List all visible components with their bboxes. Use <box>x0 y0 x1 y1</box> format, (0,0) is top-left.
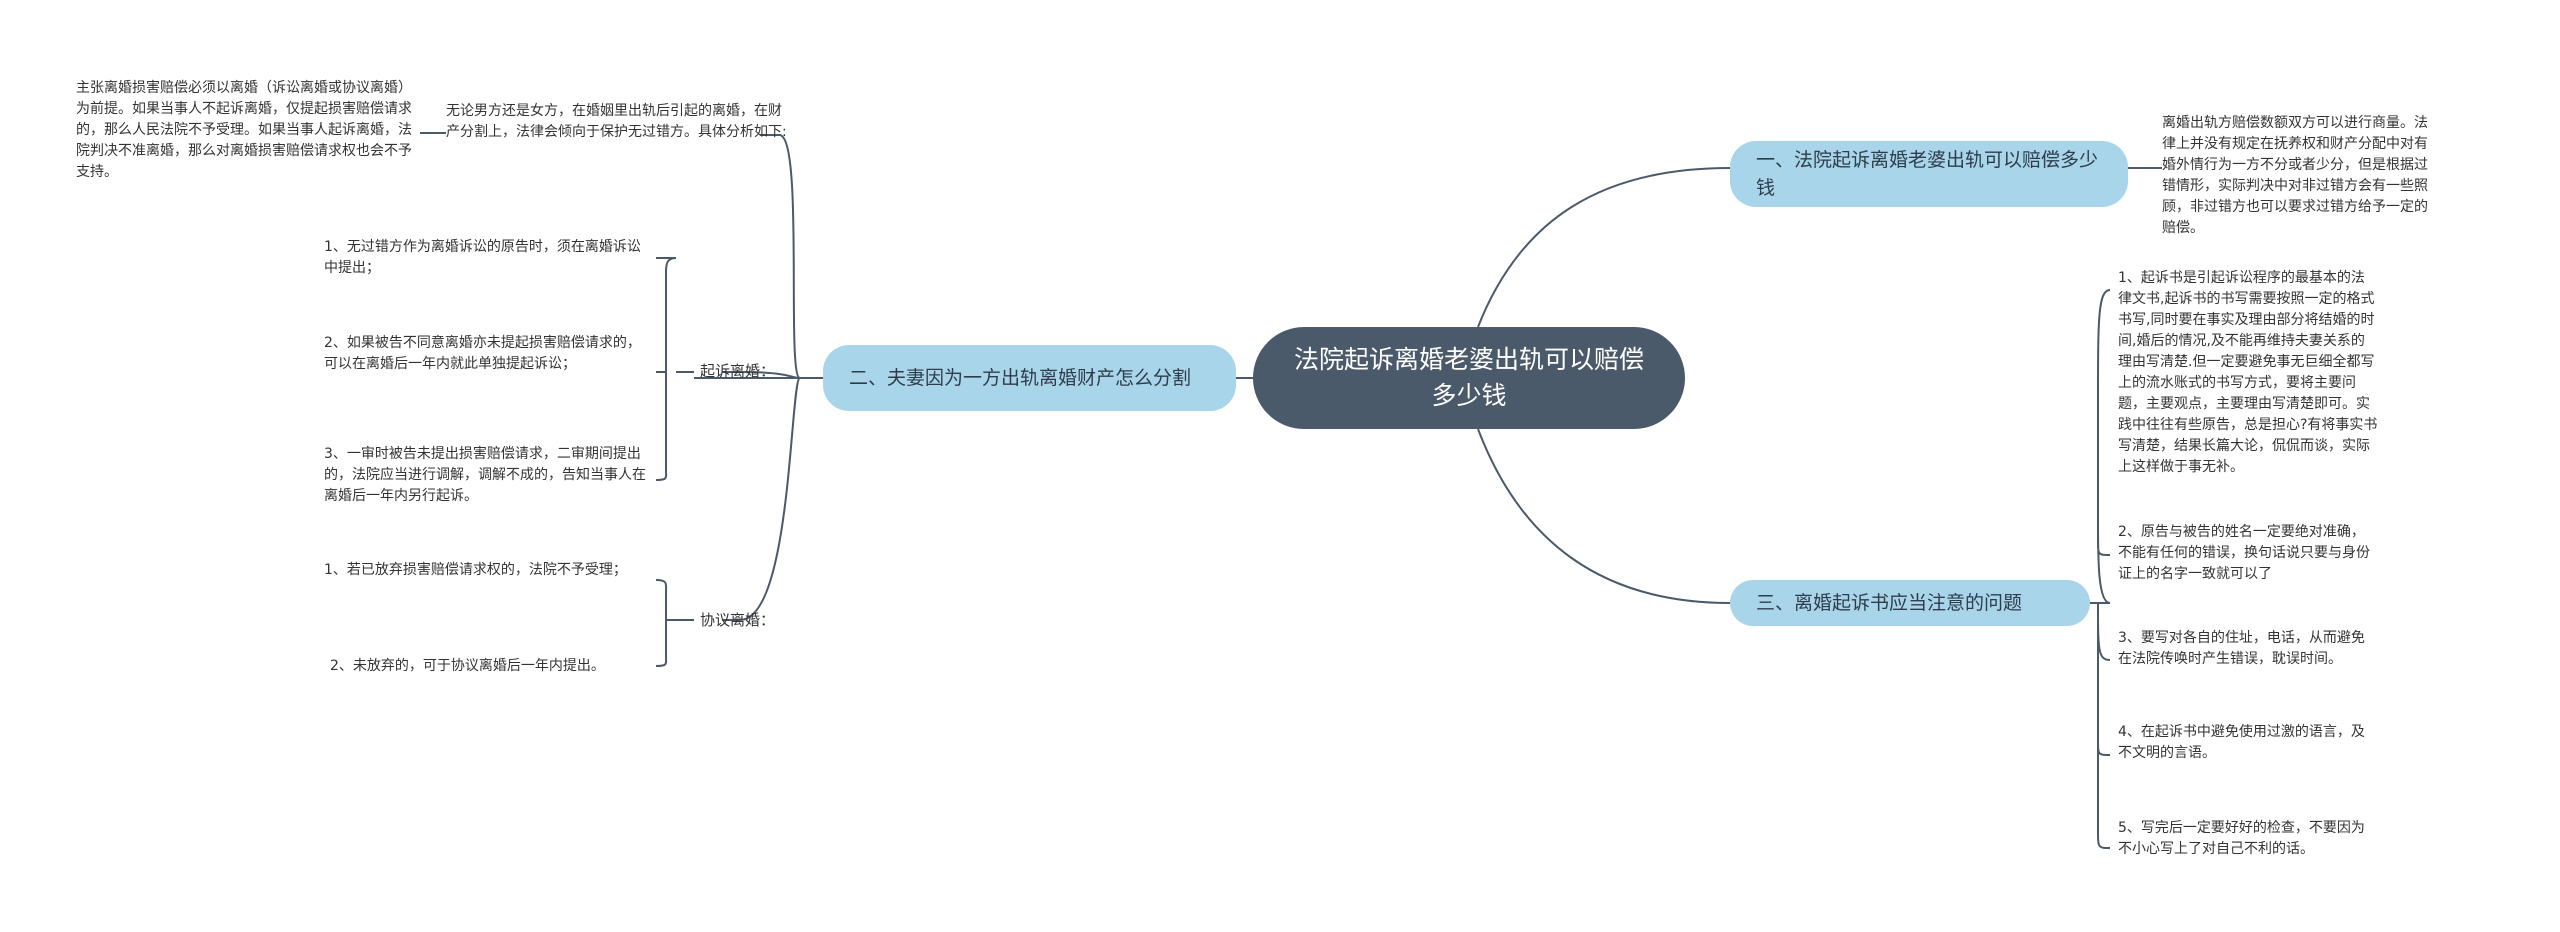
root-title: 法院起诉离婚老婆出轨可以赔偿多少钱 <box>1293 345 1644 410</box>
group-1-item-3: 3、一审时被告未提出损害赔偿请求，二审期间提出的，法院应当进行调解，调解不成的，… <box>324 444 650 507</box>
branch-3-item-1-text: 1、起诉书是引起诉讼程序的最基本的法律文书,起诉书的书写需要按照一定的格式书写,… <box>2118 270 2378 475</box>
branch-2-label: 二、夫妻因为一方出轨离婚财产怎么分割 <box>849 367 1192 389</box>
group-1-item-2-text: 2、如果被告不同意离婚亦未提起损害赔偿请求的，可以在离婚后一年内就此单独提起诉讼… <box>324 335 641 372</box>
group-1-item-1: 1、无过错方作为离婚诉讼的原告时，须在离婚诉讼中提出； <box>324 237 650 279</box>
branch-3-item-3-text: 3、要写对各自的住址，电话，从而避免在法院传唤时产生错误，耽误时间。 <box>2118 630 2365 667</box>
branch-3-item-2-text: 2、原告与被告的姓名一定要绝对准确，不能有任何的错误，换句话说只要与身份证上的名… <box>2118 524 2370 582</box>
group-2-item-1: 1、若已放弃损害赔偿请求权的，法院不予受理； <box>324 560 650 581</box>
branch-3-item-5-text: 5、写完后一定要好好的检查，不要因为不小心写上了对自己不利的话。 <box>2118 820 2365 857</box>
branch-2-intro-note: 主张离婚损害赔偿必须以离婚（诉讼离婚或协议离婚）为前提。如果当事人不起诉离婚，仅… <box>76 78 416 183</box>
link-root-branch3 <box>1477 428 1731 604</box>
branch-1-detail: 离婚出轨方赔偿数额双方可以进行商量。法律上并没有规定在抚养权和财产分配中对有婚外… <box>2162 113 2430 239</box>
branch-2-intro: 无论男方还是女方，在婚姻里出轨后引起的离婚，在财产分割上，法律会倾向于保护无过错… <box>446 101 790 143</box>
group-2-label-text: 协议离婚： <box>700 611 776 629</box>
branch-3-item-5: 5、写完后一定要好好的检查，不要因为不小心写上了对自己不利的话。 <box>2118 818 2378 860</box>
link-branch3-bracket <box>2090 289 2111 849</box>
branch-3-item-4: 4、在起诉书中避免使用过激的语言，及不文明的言语。 <box>2118 722 2378 764</box>
link-root-branch1 <box>1477 167 1731 328</box>
group-1-item-1-text: 1、无过错方作为离婚诉讼的原告时，须在离婚诉讼中提出； <box>324 239 641 276</box>
group-2-label[interactable]: 协议离婚： <box>700 609 790 631</box>
branch-3-item-2: 2、原告与被告的姓名一定要绝对准确，不能有任何的错误，换句话说只要与身份证上的名… <box>2118 522 2378 585</box>
link-branch2-group2 <box>722 377 801 621</box>
branch-2-intro-text: 无论男方还是女方，在婚姻里出轨后引起的离婚，在财产分割上，法律会倾向于保护无过错… <box>446 103 787 140</box>
group-2-item-2-text: 2、未放弃的，可于协议离婚后一年内提出。 <box>330 658 605 674</box>
branch-2-node[interactable]: 二、夫妻因为一方出轨离婚财产怎么分割 <box>823 345 1236 411</box>
group-1-item-3-text: 3、一审时被告未提出损害赔偿请求，二审期间提出的，法院应当进行调解，调解不成的，… <box>324 446 646 504</box>
group-2-item-1-text: 1、若已放弃损害赔偿请求权的，法院不予受理； <box>324 562 627 578</box>
branch-1-detail-text: 离婚出轨方赔偿数额双方可以进行商量。法律上并没有规定在抚养权和财产分配中对有婚外… <box>2162 115 2428 236</box>
branch-1-label: 一、法院起诉离婚老婆出轨可以赔偿多少钱 <box>1756 149 2099 199</box>
link-branch2-group1 <box>722 371 801 379</box>
branch-3-label: 三、离婚起诉书应当注意的问题 <box>1756 592 2023 614</box>
branch-3-item-4-text: 4、在起诉书中避免使用过激的语言，及不文明的言语。 <box>2118 724 2365 761</box>
branch-3-item-1: 1、起诉书是引起诉讼程序的最基本的法律文书,起诉书的书写需要按照一定的格式书写,… <box>2118 268 2378 478</box>
group-1-label[interactable]: 起诉离婚： <box>700 360 790 382</box>
group-2-item-2: 2、未放弃的，可于协议离婚后一年内提出。 <box>330 656 656 677</box>
link-branch2-bracket <box>694 134 823 380</box>
group-1-item-2: 2、如果被告不同意离婚亦未提起损害赔偿请求的，可以在离婚后一年内就此单独提起诉讼… <box>324 333 650 375</box>
link-group1-bracket <box>655 257 694 481</box>
branch-1-node[interactable]: 一、法院起诉离婚老婆出轨可以赔偿多少钱 <box>1730 141 2128 207</box>
link-group2-bracket <box>655 579 694 667</box>
root-node[interactable]: 法院起诉离婚老婆出轨可以赔偿多少钱 <box>1253 327 1685 429</box>
branch-3-node[interactable]: 三、离婚起诉书应当注意的问题 <box>1730 580 2090 626</box>
branch-2-intro-note-text: 主张离婚损害赔偿必须以离婚（诉讼离婚或协议离婚）为前提。如果当事人不起诉离婚，仅… <box>76 80 412 180</box>
branch-3-item-3: 3、要写对各自的住址，电话，从而避免在法院传唤时产生错误，耽误时间。 <box>2118 628 2378 670</box>
group-1-label-text: 起诉离婚： <box>700 362 776 380</box>
